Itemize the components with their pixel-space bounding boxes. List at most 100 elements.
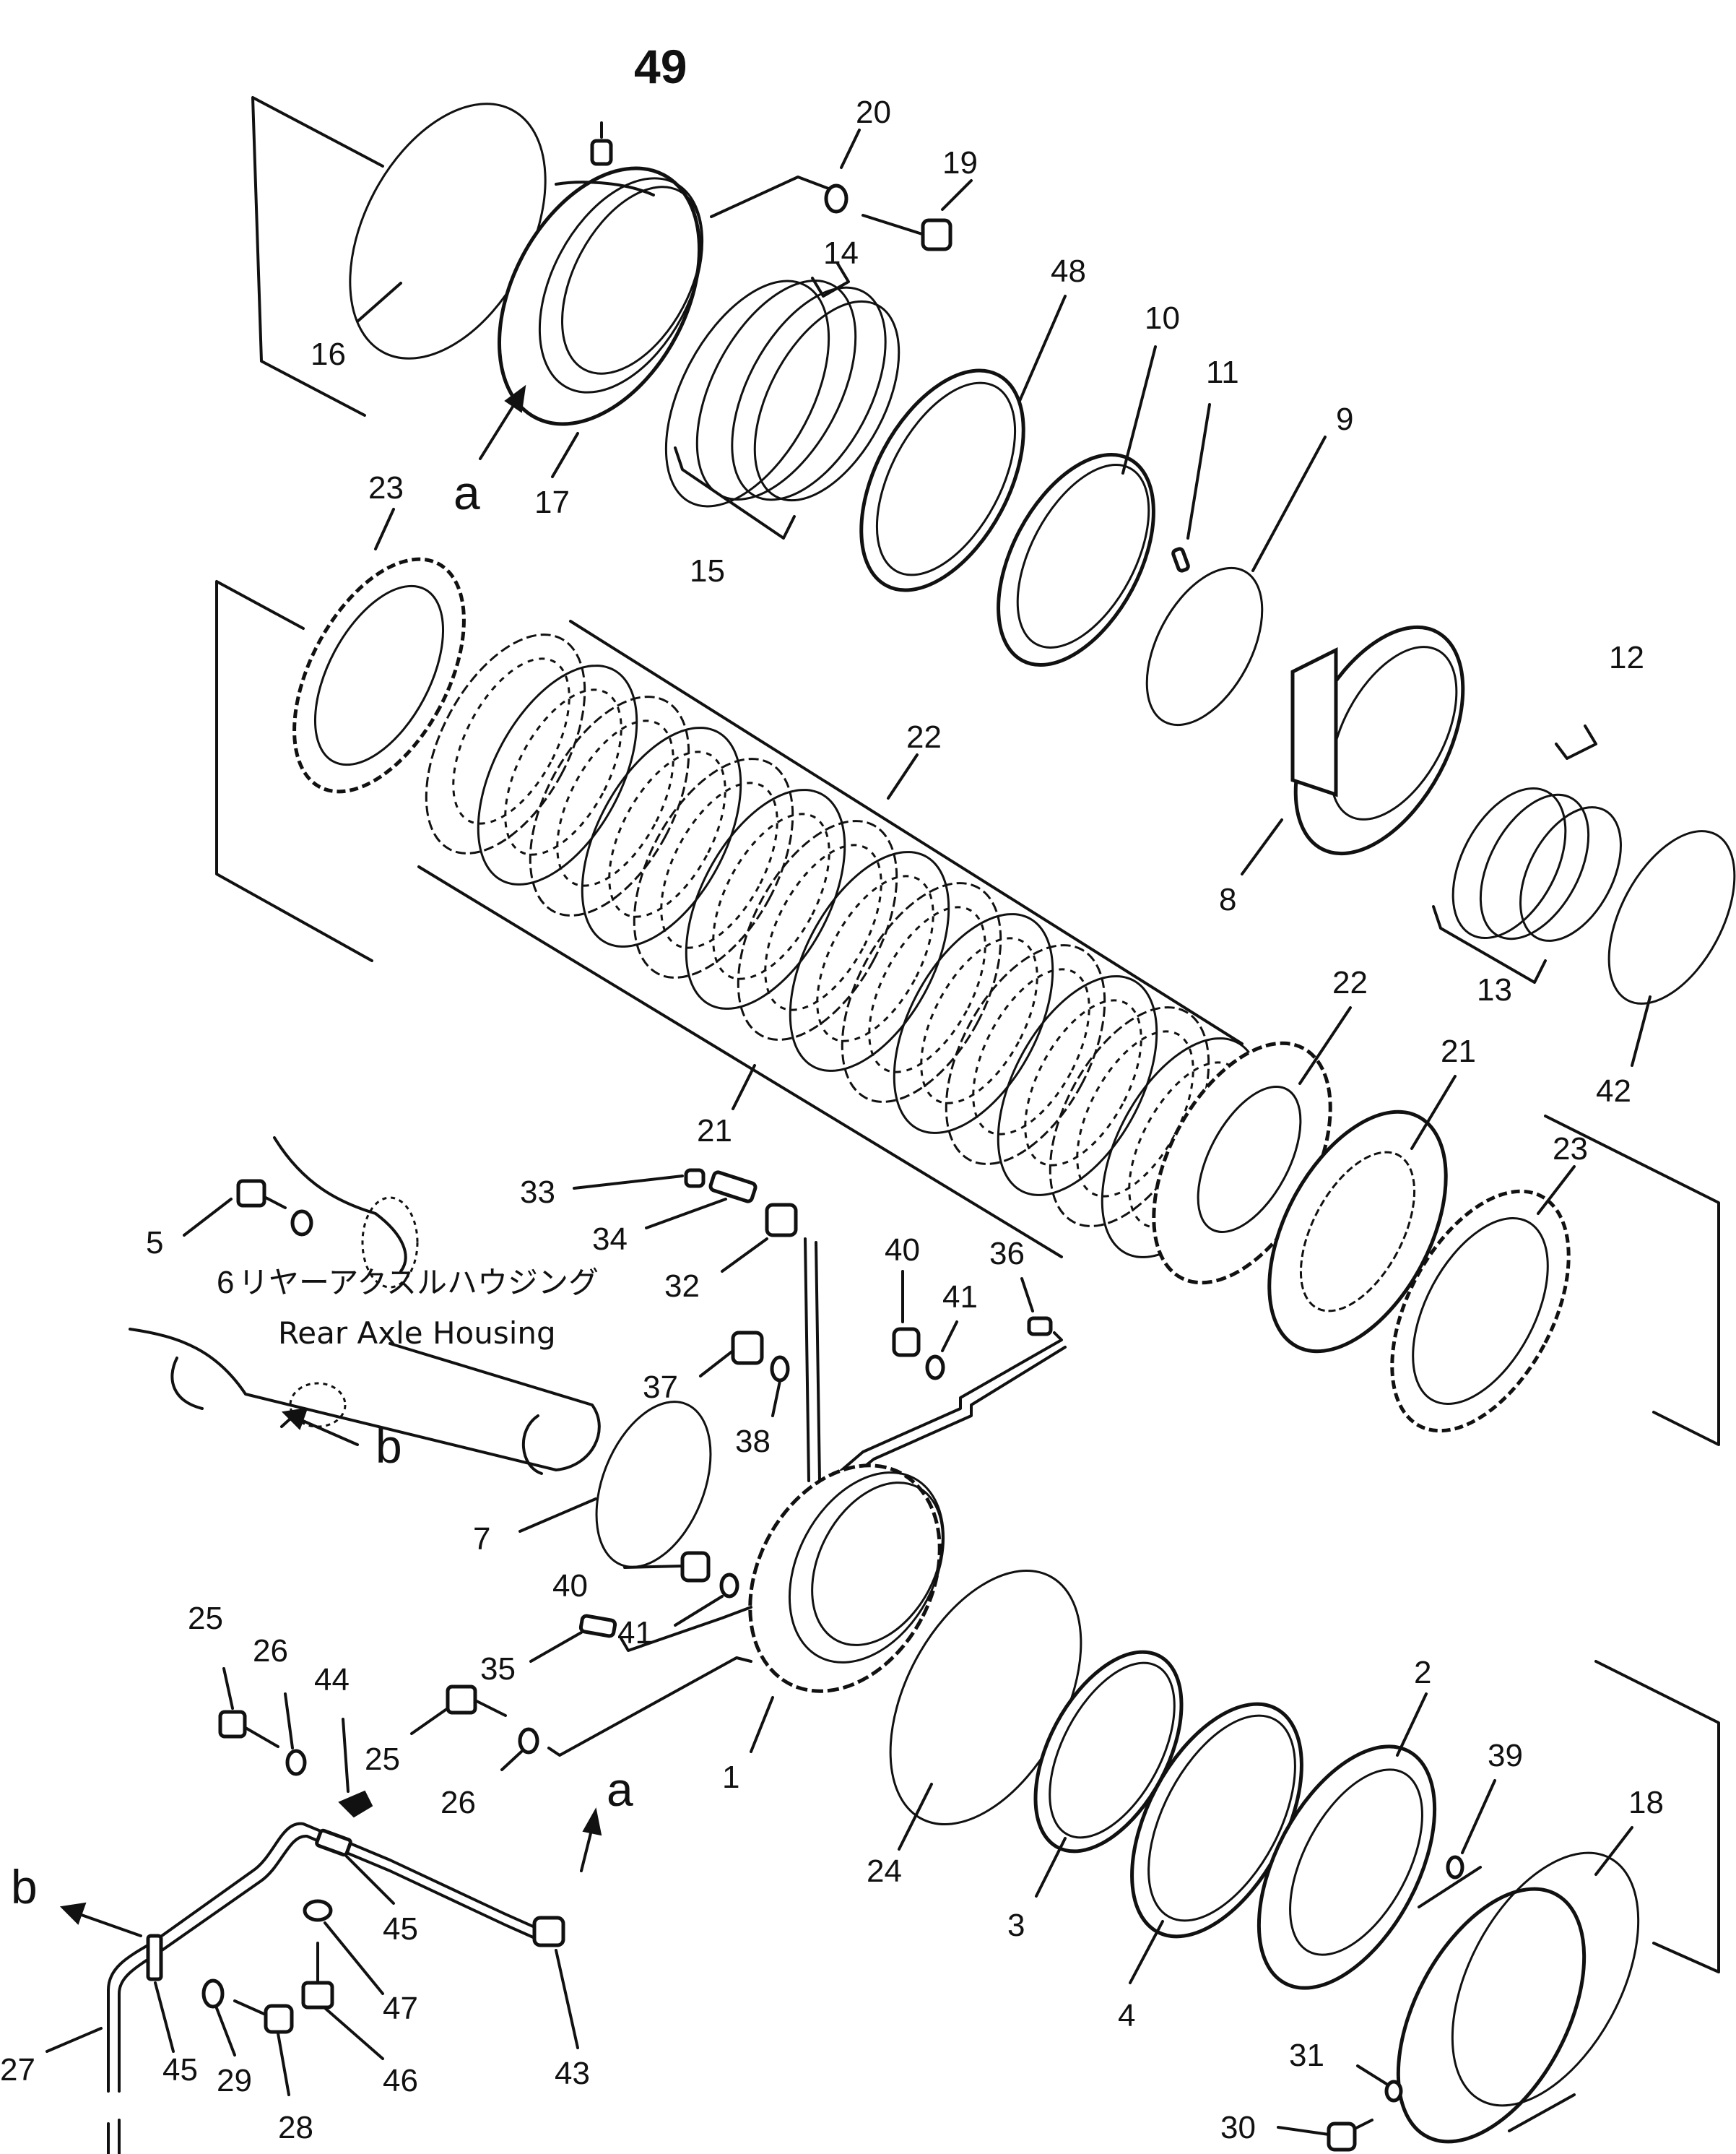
clutch-plate-inner [504,688,622,856]
callout-40-lower: 40 [552,1568,588,1604]
leader-42 [1631,995,1652,1067]
oil-pipe-27 [107,1822,539,2154]
callout-26-left: 26 [253,1633,288,1669]
tube-36 [836,1331,1063,1475]
clamp-45-right [315,1828,352,1857]
leader-41-lower [674,1595,724,1627]
callout-8: 8 [1219,882,1236,917]
callout-21-left: 21 [697,1113,732,1149]
leader-35 [529,1631,583,1663]
bracket-18 [1594,1660,1720,1973]
ring-10 [997,453,1155,667]
leader-16 [356,282,402,323]
callout-4: 4 [1118,1998,1135,2033]
callout-7: 7 [473,1521,490,1557]
callout-46: 46 [383,2063,418,2098]
leader-carrier-bolts [547,1656,752,1757]
washer-20 [824,183,849,214]
bracket-13 [1432,905,1547,984]
clutch-plate [997,975,1158,1196]
callout-3: 3 [1007,1908,1025,1943]
pin-11 [1171,547,1190,573]
leader-24 [898,1783,933,1851]
oring-38 [770,1355,790,1383]
clutch-plate [841,882,1002,1103]
callout-12: 12 [1609,640,1644,675]
callout-25-left: 25 [188,1601,223,1636]
callout-48: 48 [1051,254,1086,289]
washer-47 [303,1899,333,1922]
clutch-plate [789,851,950,1072]
carrier-1 [748,1463,945,1693]
leader-26-left [284,1692,294,1749]
leader-45-right [345,1855,395,1905]
leader-34 [645,1198,727,1229]
plug-35 [578,1614,617,1638]
oring-7 [595,1401,712,1568]
clutch-plate [477,665,638,886]
clutch-plate [685,789,846,1010]
callout-21-right: 21 [1441,1034,1476,1069]
plug-49 [590,121,613,166]
clutch-plate-inner [608,751,726,918]
clutch-plate [581,727,742,948]
bracket-23-right [1544,1115,1720,1446]
clutch-frame-bottom [417,865,1063,1258]
housing-label-jp: リヤーアクスルハウジング [238,1265,599,1300]
plate-2 [1257,1744,1437,1990]
oring-39 [1446,1855,1464,1880]
clutch-plate [633,758,794,979]
callout-30: 30 [1220,2110,1256,2145]
leader-39 [1461,1779,1496,1854]
leader-33 [573,1175,684,1190]
callout-45-right: 45 [383,1911,418,1947]
callout-38: 38 [735,1424,771,1459]
rear-axle-housing [129,1136,601,1475]
ring-42 [1607,830,1736,1005]
callout-37: 37 [643,1370,678,1405]
bolt-25-left [218,1710,279,1748]
tube-36-b [847,1346,1067,1481]
clutch-plate [893,913,1054,1134]
letter-b-pipe: b [11,1860,38,1913]
callout-43: 43 [555,2056,590,2091]
clutch-plate [529,696,690,917]
callout-13: 13 [1477,972,1512,1008]
leader-40-lower [623,1565,684,1569]
letter-b-housing: b [376,1419,402,1473]
leader-43 [555,1949,579,2049]
callout-44: 44 [314,1662,350,1697]
callout-5: 5 [146,1225,163,1260]
callout-10: 10 [1145,300,1180,336]
callout-15: 15 [690,553,725,589]
callout-27: 27 [0,2052,35,2088]
leader-2 [1396,1692,1428,1757]
leader-29 [215,2007,236,2056]
leader-45-left [154,1981,175,2053]
leader-48 [1018,295,1067,402]
tube-32-b [815,1241,821,1482]
washer-6 [290,1209,313,1237]
snap-ring-9 [1145,566,1264,727]
leader-9 [1251,436,1327,572]
hub-8 [1290,625,1465,856]
leader-27 [45,2027,103,2053]
tube-35 [620,1606,752,1652]
leader-7 [518,1497,597,1533]
leader-47 [324,1921,384,1995]
washer-26-right [518,1727,539,1755]
leader-46 [324,2007,384,2060]
leader-4 [1129,1920,1164,1984]
bolt-25-right [446,1684,507,1717]
ring-3 [1033,1650,1184,1854]
callout-2: 2 [1414,1655,1431,1690]
callout-28: 28 [278,2110,313,2145]
leader-8 [1241,818,1283,875]
leader-21-left [732,1064,756,1110]
bracket-14 [811,262,850,298]
clutch-plate-inner [556,719,674,887]
callout-42: 42 [1596,1073,1631,1109]
clip-44 [338,1790,373,1818]
callout-22-top: 22 [906,719,942,755]
callout-35: 35 [480,1651,516,1687]
